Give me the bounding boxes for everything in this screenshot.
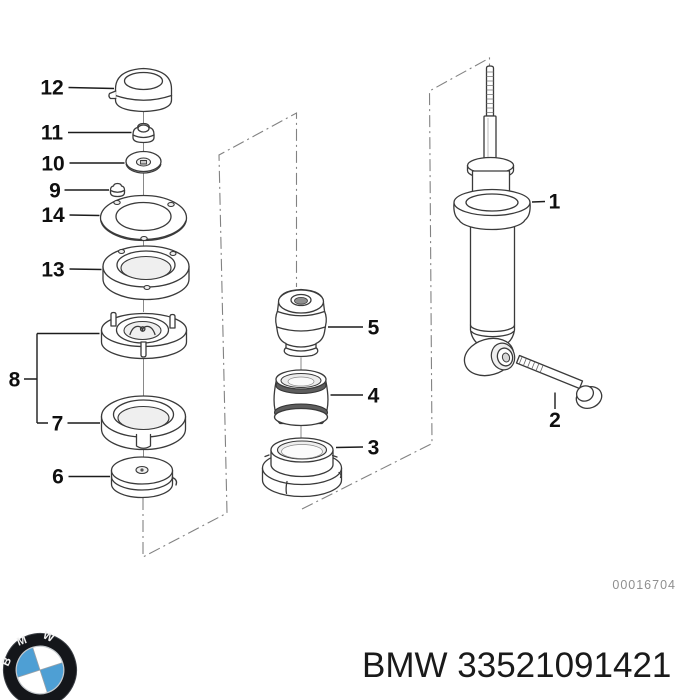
- callout-13: 13: [41, 259, 102, 282]
- callout-label-14: 14: [41, 204, 65, 227]
- callout-14: 14: [41, 204, 100, 227]
- part-11-self-locking-nut: [132, 122, 155, 144]
- callout-6: 6: [52, 466, 110, 489]
- callout-label-11: 11: [41, 122, 64, 145]
- part-9-nut: [109, 182, 126, 198]
- callout-3: 3: [335, 437, 380, 460]
- callout-label-8: 8: [9, 369, 21, 392]
- callout-label-10: 10: [41, 153, 64, 176]
- leader-line-13: [69, 268, 102, 271]
- leader-line-14: [69, 214, 100, 217]
- callout-5: 5: [328, 317, 380, 340]
- part-10-washer: [125, 150, 162, 174]
- callout-10: 10: [41, 153, 125, 176]
- part-14-gasket-ring: [99, 194, 188, 242]
- part-5-bump-stop: [275, 288, 327, 358]
- part-3-support-collar: [261, 437, 343, 498]
- callout-7: 7: [52, 413, 100, 436]
- strut-mount: [100, 311, 188, 360]
- bmw-logo: BMW: [0, 621, 77, 700]
- diagram-number: 00016704: [612, 578, 676, 592]
- callout-11: 11: [41, 122, 132, 145]
- callout-label-5: 5: [368, 317, 380, 340]
- callout-4: 4: [330, 385, 380, 408]
- part-1-shock-absorber: [453, 65, 531, 377]
- callout-2: 2: [549, 392, 561, 432]
- bracket-line-8: [24, 332, 100, 424]
- leader-line-3: [335, 446, 364, 449]
- part-2-bolt: [515, 354, 603, 410]
- leader-line-12: [68, 86, 115, 90]
- callout-8: 8: [9, 332, 100, 424]
- callout-9: 9: [49, 180, 109, 203]
- callout-label-12: 12: [40, 77, 63, 100]
- callout-label-1: 1: [549, 191, 561, 214]
- callout-12: 12: [40, 77, 115, 100]
- part-12-strut-cap: [108, 67, 173, 113]
- callout-label-2: 2: [549, 409, 561, 432]
- footer-part-number: BMW 33521091421: [362, 646, 671, 685]
- part-7-spring-pad-ring: [100, 395, 187, 451]
- callout-label-6: 6: [52, 466, 64, 489]
- callout-label-4: 4: [368, 385, 380, 408]
- assembly-axis-lines: [142, 57, 491, 558]
- callout-label-13: 13: [41, 259, 64, 282]
- leader-line-1: [531, 200, 546, 203]
- part-4-spacer-tube: [273, 369, 329, 427]
- callout-label-7: 7: [52, 413, 64, 436]
- callouts: 12 11 10 9 14 13 8 7: [9, 77, 561, 489]
- callout-1: 1: [531, 191, 561, 214]
- part-6-support-washer: [110, 456, 178, 499]
- callout-label-9: 9: [49, 180, 61, 203]
- part-13-spring-plate-ring: [102, 245, 190, 301]
- callout-label-3: 3: [368, 437, 380, 460]
